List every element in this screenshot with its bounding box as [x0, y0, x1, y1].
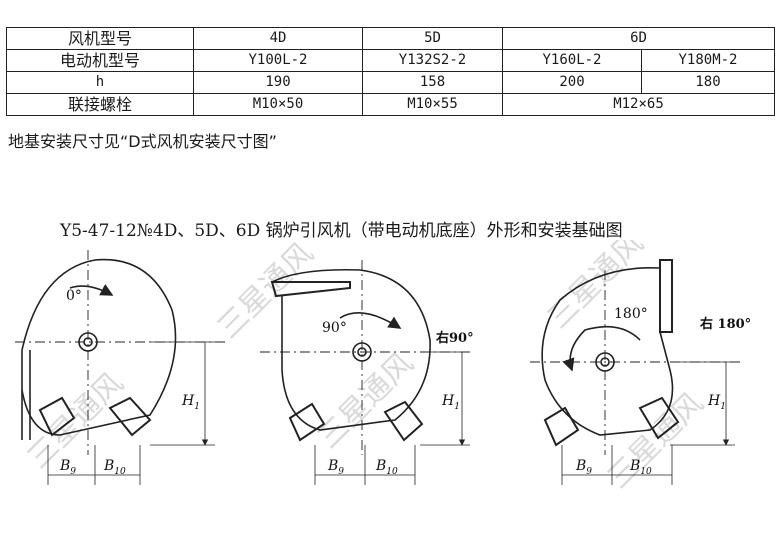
motor-model-3: Y160L-2	[502, 49, 642, 72]
angle-label-0: 0°	[66, 288, 82, 304]
foundation-note: 地基安装尺寸见“D式风机安装尺寸图”	[8, 132, 277, 151]
side-label-180: 右 180°	[699, 316, 751, 332]
motor-model-2: Y132S2-2	[362, 49, 503, 72]
fan-drawings: 三星通风 三星通风 三星通风 三星通风 三星通风	[15, 240, 751, 496]
b10-label-0: B10	[103, 458, 126, 477]
fan-model-4d: 4D	[193, 27, 363, 50]
fan-figure-90	[260, 260, 470, 485]
motor-model-1: Y100L-2	[193, 49, 363, 72]
label-fan-model: 风机型号	[6, 27, 194, 50]
label-h: h	[6, 71, 194, 94]
h-value-3: 200	[502, 71, 642, 94]
h-value-1: 190	[193, 71, 363, 94]
svg-text:三星通风: 三星通风	[601, 386, 711, 496]
fan-model-6d: 6D	[502, 27, 775, 50]
spec-table: 风机型号 4D 5D 6D 电动机型号 Y100L-2 Y132S2-2 Y16…	[6, 27, 775, 116]
b9-label-180: B9	[575, 458, 592, 477]
fan-figure-180	[530, 259, 740, 485]
b9-label-0: B9	[59, 458, 76, 477]
figure-caption: Y5-47-12№4D、5D、6D 锅炉引风机（带电动机底座）外形和安装基础图	[60, 221, 623, 241]
h-value-2: 158	[362, 71, 503, 94]
fan-figure-0	[15, 250, 225, 485]
fan-model-5d: 5D	[362, 27, 503, 50]
b10-label-180: B10	[629, 458, 652, 477]
motor-model-4: Y180M-2	[641, 49, 775, 72]
h1-label-90: H1	[441, 393, 460, 412]
side-label-90: 右90°	[435, 330, 474, 346]
b10-label-90: B10	[375, 458, 398, 477]
label-motor-model: 电动机型号	[6, 49, 194, 72]
angle-label-180: 180°	[614, 306, 648, 322]
label-bolts: 联接螺栓	[6, 93, 194, 116]
h1-label-0: H1	[181, 393, 200, 412]
bolt-2: M10×55	[362, 93, 503, 116]
angle-label-90: 90°	[322, 320, 347, 336]
watermark: 三星通风 三星通风 三星通风 三星通风 三星通风	[21, 240, 711, 496]
bolt-3: M12×65	[502, 93, 775, 116]
h-value-4: 180	[641, 71, 775, 94]
bolt-1: M10×50	[193, 93, 363, 116]
b9-label-90: B9	[327, 458, 344, 477]
h1-label-180: H1	[707, 393, 726, 412]
